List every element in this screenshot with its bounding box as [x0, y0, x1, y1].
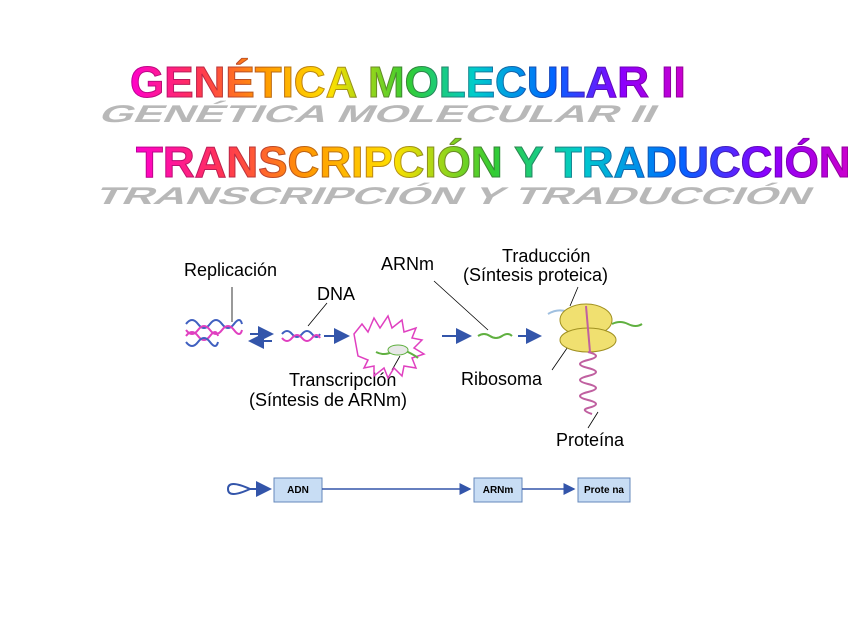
- label-sintesis-proteica: (Síntesis proteica): [463, 265, 608, 285]
- leader-proteina: [588, 412, 598, 428]
- label-flow-proteina: Prote na: [584, 485, 624, 496]
- flow-loop: [228, 484, 250, 494]
- leader-arnm: [434, 281, 488, 330]
- leader-traduccion: [570, 287, 578, 306]
- label-ribosoma: Ribosoma: [461, 369, 543, 389]
- protein-chain: [580, 352, 596, 414]
- label-proteina: Proteína: [556, 430, 625, 450]
- label-arnm: ARNm: [381, 254, 434, 274]
- transcription-bubble: [354, 316, 424, 378]
- dna-helix-replication: [186, 320, 242, 346]
- dna-helix: [282, 331, 320, 341]
- flow-diagram: ADN ARNm Prote na: [228, 478, 630, 502]
- label-adn: ADN: [287, 485, 309, 496]
- label-traduccion: Traducción: [502, 246, 590, 266]
- label-dna: DNA: [317, 284, 355, 304]
- ribosome: [548, 304, 642, 352]
- label-flow-arnm: ARNm: [483, 485, 514, 496]
- label-transcripcion: Transcripción: [289, 370, 396, 390]
- leader-dna: [308, 303, 327, 326]
- mrna-strand: [478, 334, 512, 338]
- label-replicacion: Replicación: [184, 260, 277, 280]
- label-sintesis-arnm: (Síntesis de ARNm): [249, 390, 407, 410]
